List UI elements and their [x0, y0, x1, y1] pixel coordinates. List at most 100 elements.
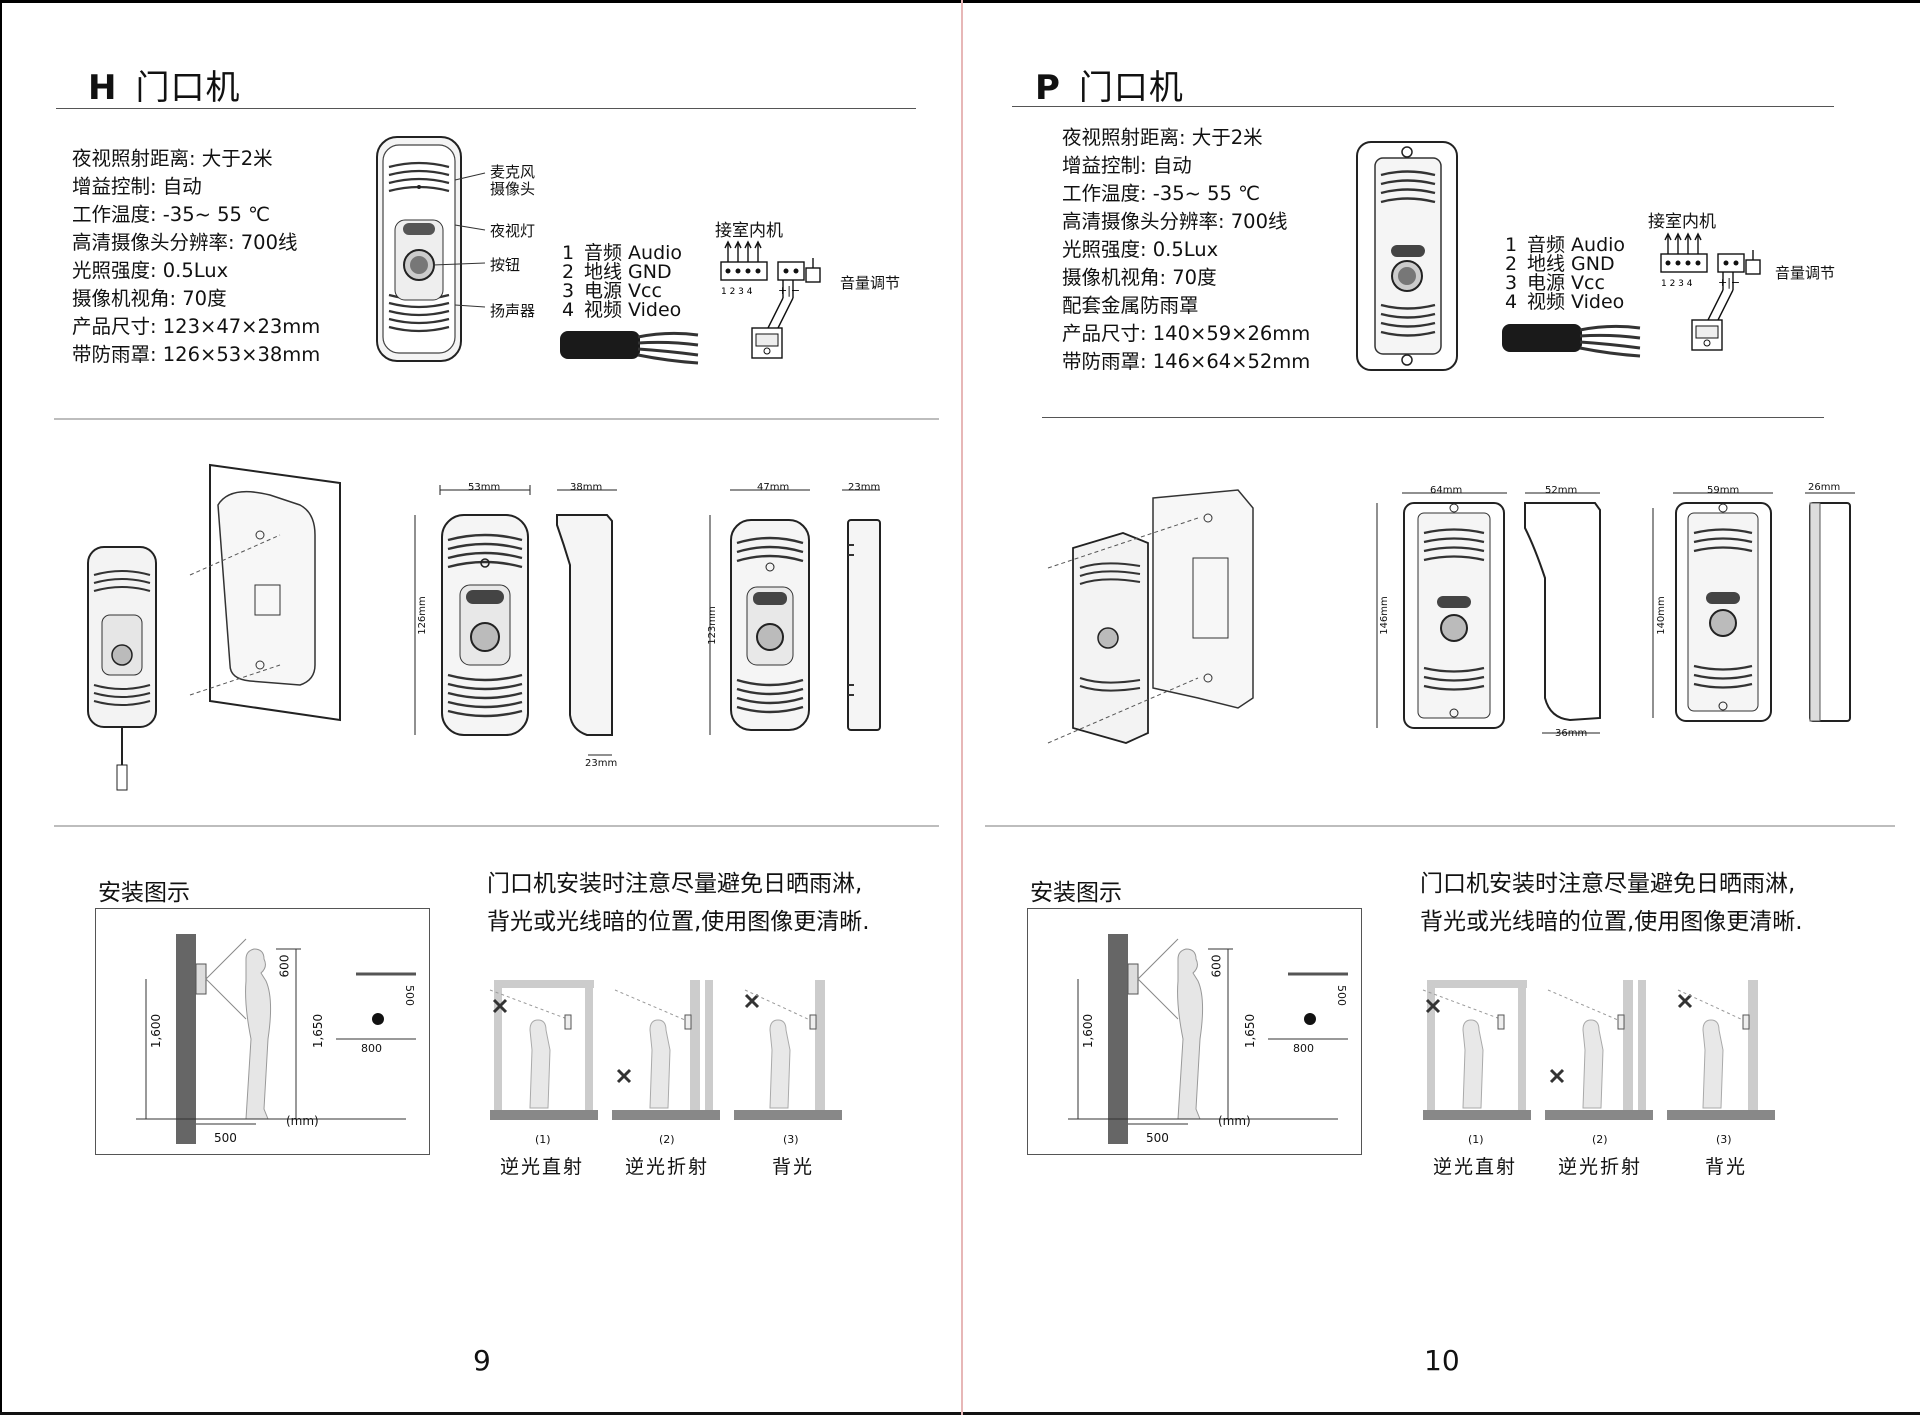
callout-button: 按钮: [490, 256, 521, 274]
dim-base: 23mm: [585, 758, 618, 769]
dim-height: 126mm: [416, 596, 428, 635]
lighting-scenes-illustration: [489, 980, 842, 1120]
install-dim-side: 500: [403, 985, 416, 1006]
volume-adjust-label: 音量调节: [1775, 264, 1836, 282]
door-station-front-illustration: [376, 136, 486, 362]
spec-item: 产品尺寸: 123×47×23mm: [72, 315, 321, 338]
dim-depth: 52mm: [1545, 485, 1578, 496]
page-border-top: [0, 0, 1920, 3]
scene-2-number: (2): [1592, 1133, 1608, 1146]
page-number: 10: [1424, 1344, 1460, 1377]
callout-speaker: 扬声器: [490, 302, 536, 320]
scene-2-number: (2): [659, 1133, 675, 1146]
cable-illustration: [1502, 324, 1641, 358]
spec-item: 摄像机视角: 70度: [72, 287, 227, 310]
install-dim-500: 500: [214, 1131, 237, 1145]
install-dim-1600: 1,600: [149, 1013, 164, 1049]
exploded-mounting-illustration: [1047, 489, 1254, 744]
side-dimension-drawing-2: [1805, 492, 1855, 722]
page-number: 9: [473, 1344, 491, 1377]
scene-2-label: 逆光折射: [1558, 1156, 1643, 1178]
dim-height-2: 140mm: [1655, 596, 1667, 635]
model-letter: P: [1035, 68, 1061, 108]
scene-1-number: (1): [535, 1133, 551, 1146]
spec-list: 夜视照射距离: 大于2米 增益控制: 自动 工作温度: -35~ 55 ℃ 高清…: [72, 145, 320, 369]
section-rule: [1042, 417, 1824, 418]
install-dim-1650: 1,650: [311, 1013, 326, 1049]
install-dim-1650: 1,650: [1243, 1013, 1258, 1049]
install-title: 安装图示: [98, 880, 190, 906]
wiring-diagram: 1 2 3 4 +|−: [1660, 232, 1761, 351]
model-title: 门口机: [1078, 68, 1184, 108]
spec-item: 工作温度: -35~ 55 ℃: [1062, 182, 1261, 205]
scene-1-label: 逆光直射: [1433, 1156, 1518, 1178]
spec-item: 配套金属防雨罩: [1062, 294, 1199, 317]
install-height-diagram: 1,600 1,650 600 500 (mm) 500 800: [1027, 908, 1362, 1155]
spec-item: 光照强度: 0.5Lux: [1062, 238, 1219, 261]
spec-item: 夜视照射距离: 大于2米: [1062, 126, 1263, 149]
install-dim-600: 600: [277, 954, 292, 978]
page-border-bottom: [0, 1412, 1920, 1415]
dim-depth-2: 26mm: [1808, 482, 1841, 493]
terminal-numbers: 1 2 3 4: [721, 287, 753, 297]
section-rule: [54, 418, 939, 420]
scene-3-number: (3): [1716, 1133, 1732, 1146]
terminal-numbers: 1 2 3 4: [1661, 279, 1693, 289]
polarity-label: +|−: [778, 284, 800, 297]
install-note: 门口机安装时注意尽量避免日晒雨淋, 背光或光线暗的位置,使用图像更清晰.: [1420, 871, 1803, 935]
install-dim-500: 500: [1146, 1131, 1169, 1145]
title-rule: [1012, 106, 1834, 107]
spec-item: 产品尺寸: 140×59×26mm: [1062, 322, 1311, 345]
install-dim-1600: 1,600: [1081, 1013, 1096, 1049]
section-rule: [985, 825, 1895, 827]
scene-1-number: (1): [1468, 1133, 1484, 1146]
page-border-left: [0, 0, 2, 1415]
indoor-unit-label: 接室内机: [1648, 212, 1716, 232]
front-dimension-drawing-2: [709, 489, 810, 735]
cable-illustration: [560, 331, 699, 365]
install-height-diagram: 1,600 1,650 600 500 (mm) 500 800: [95, 908, 430, 1155]
spec-item: 增益控制: 自动: [1062, 154, 1192, 177]
install-dim-800: 800: [361, 1042, 382, 1055]
scene-1-label: 逆光直射: [500, 1156, 585, 1178]
spec-item: 夜视照射距离: 大于2米: [72, 147, 273, 170]
side-dimension-drawing: [1524, 492, 1601, 734]
dim-width: 64mm: [1430, 485, 1463, 496]
title-rule: [56, 108, 916, 109]
scene-3-label: 背光: [1705, 1156, 1748, 1178]
callout-mic: 麦克风: [490, 163, 536, 181]
model-letter: H: [88, 68, 118, 108]
spec-item: 带防雨罩: 126×53×38mm: [72, 343, 321, 366]
book-spine: [961, 0, 963, 1415]
front-dimension-drawing-2: [1652, 492, 1773, 722]
callout-night-light: 夜视灯: [490, 222, 536, 240]
spec-list: 夜视照射距离: 大于2米 增益控制: 自动 工作温度: -35~ 55 ℃ 高清…: [1062, 124, 1310, 376]
install-title: 安装图示: [1030, 880, 1122, 906]
dim-base: 36mm: [1555, 728, 1588, 739]
section-rule: [54, 825, 939, 827]
scene-2-label: 逆光折射: [625, 1156, 710, 1178]
dim-height-2: 123mm: [706, 606, 718, 645]
spec-item: 高清摄像头分辨率: 700线: [1062, 210, 1288, 233]
dim-width: 53mm: [468, 482, 501, 493]
polarity-label: +|−: [1718, 276, 1740, 289]
dim-depth-2: 23mm: [848, 482, 881, 493]
spec-item: 增益控制: 自动: [72, 175, 202, 198]
side-dimension-drawing-2: [842, 489, 881, 731]
dim-width-2: 47mm: [757, 482, 790, 493]
dim-width-2: 59mm: [1707, 485, 1740, 496]
dim-height: 146mm: [1378, 596, 1390, 635]
spec-item: 摄像机视角: 70度: [1062, 266, 1217, 289]
callout-camera: 摄像头: [490, 180, 536, 198]
spec-item: 带防雨罩: 146×64×52mm: [1062, 350, 1311, 373]
spec-item: 工作温度: -35~ 55 ℃: [72, 203, 271, 226]
